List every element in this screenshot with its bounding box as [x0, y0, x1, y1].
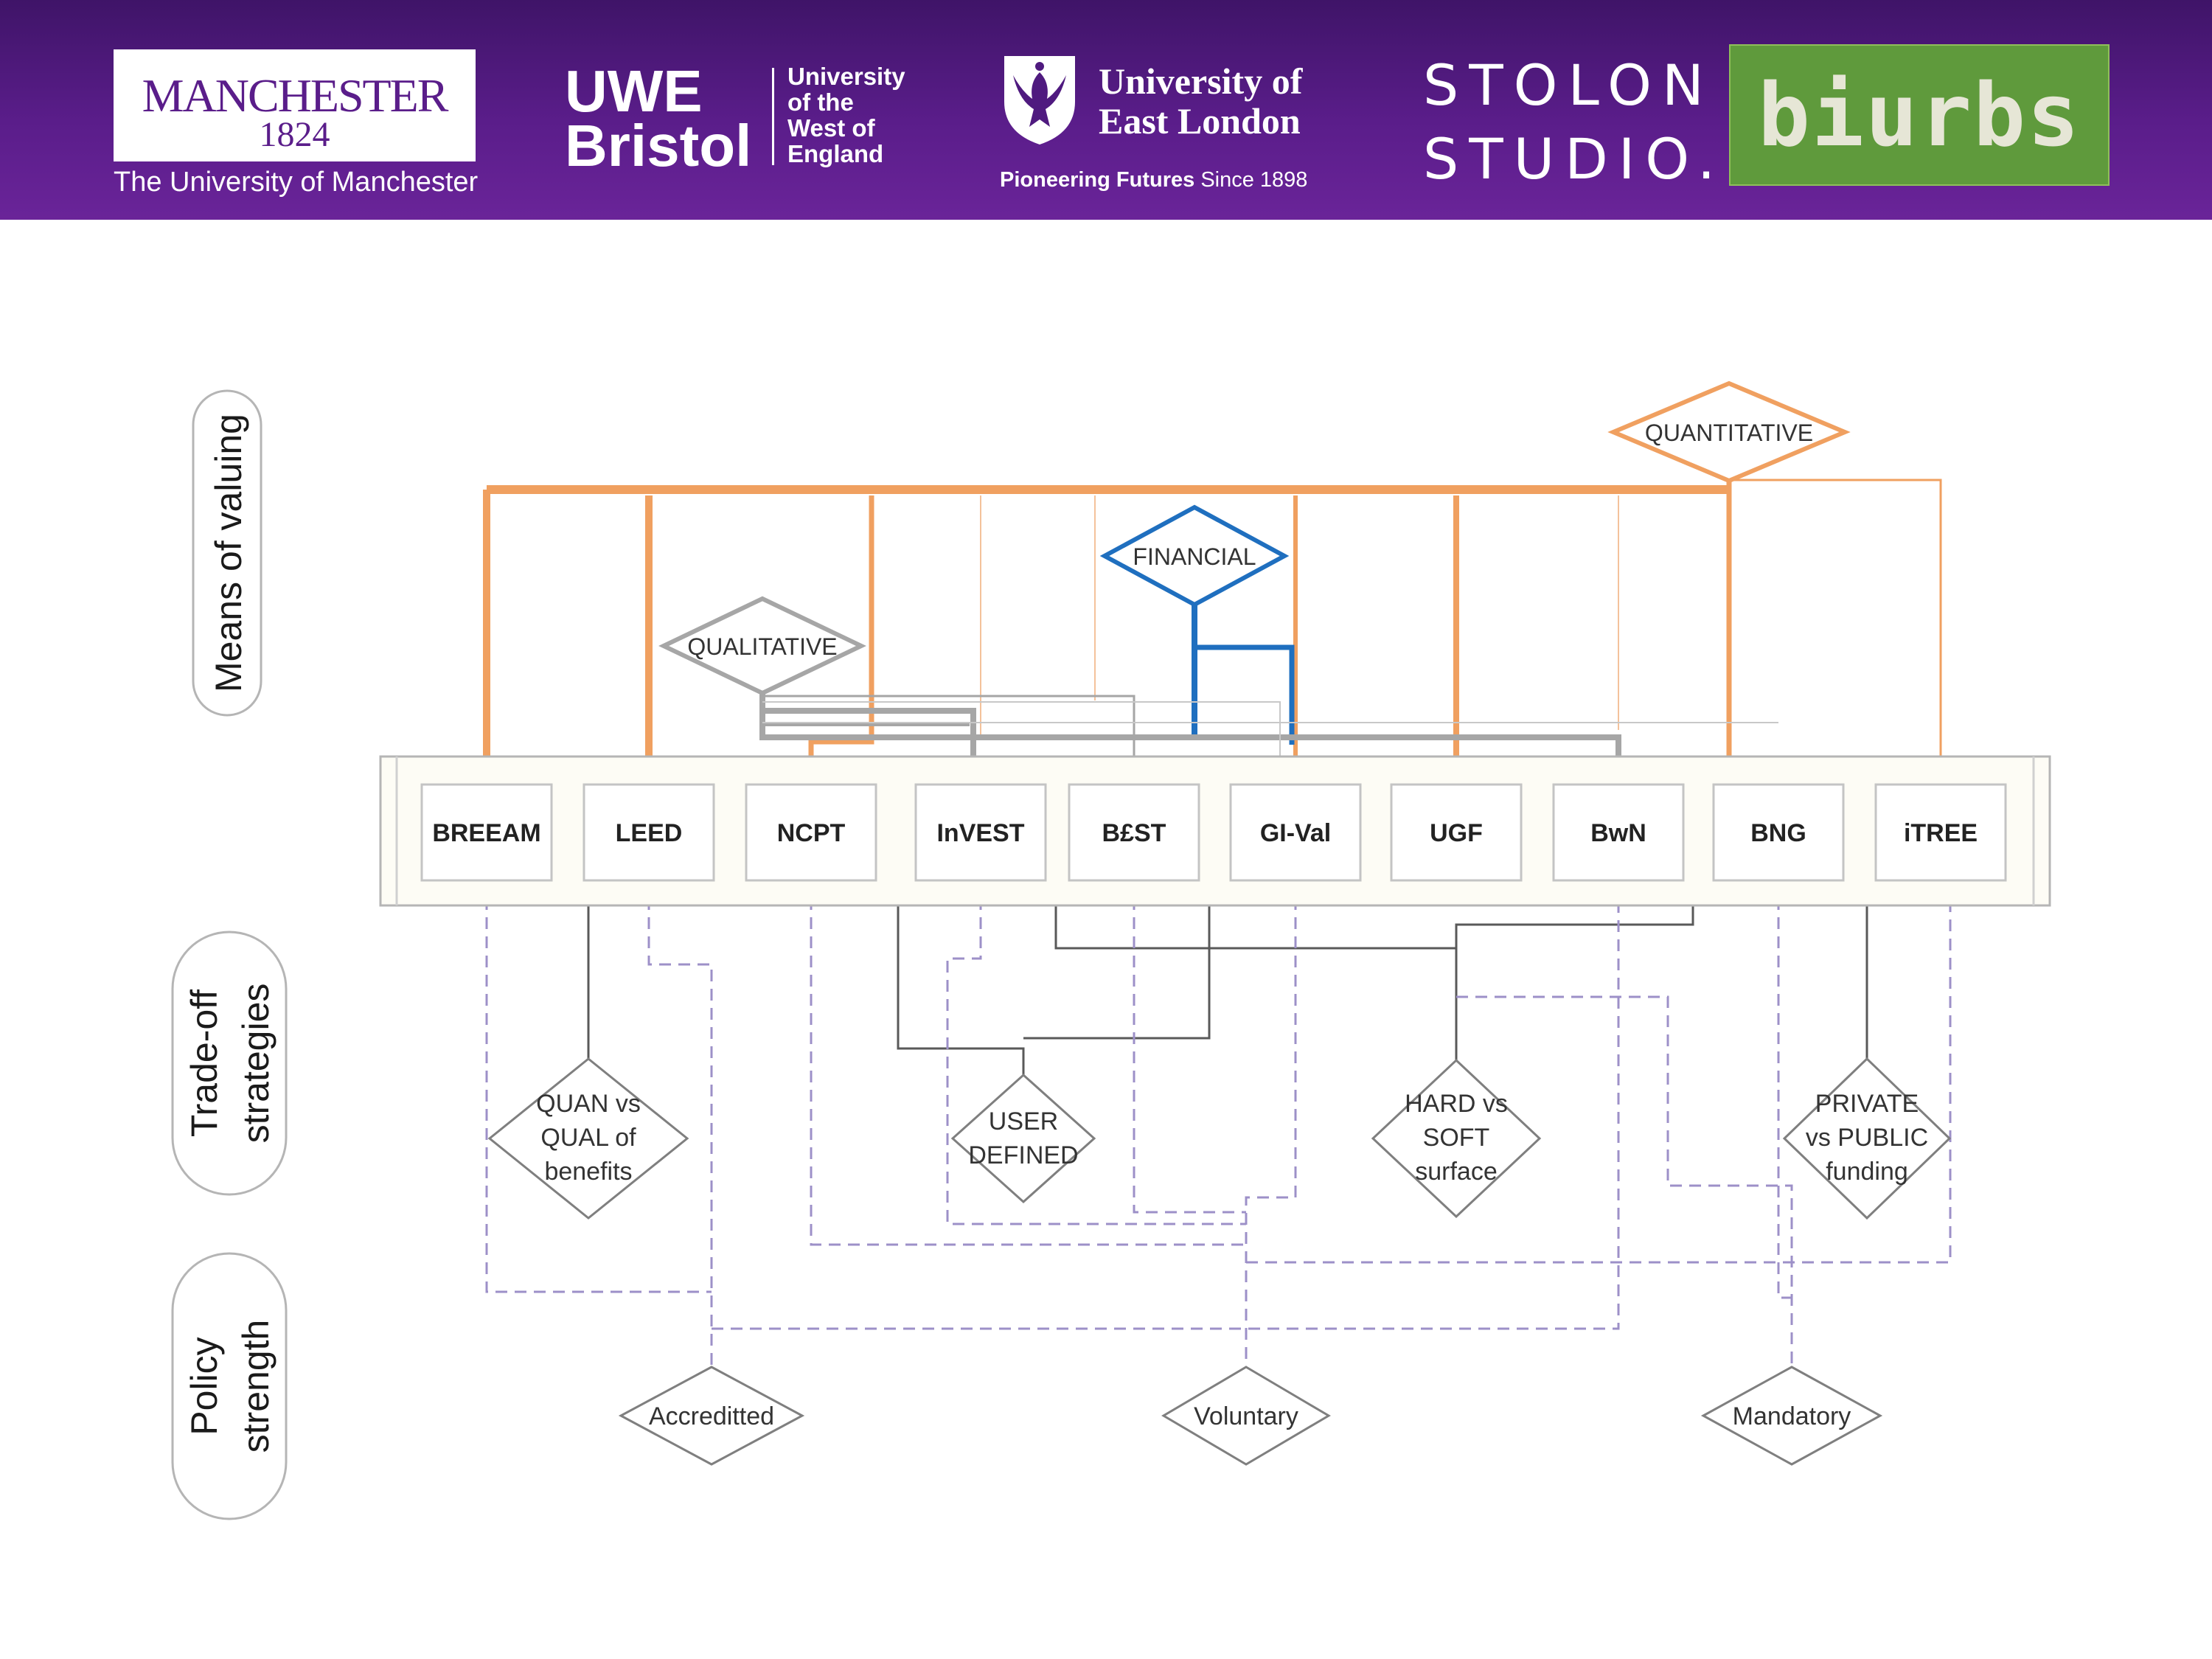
row-label-tradeoff-line2: strategies — [235, 984, 276, 1144]
policy-accredited-label: Accreditted — [649, 1402, 774, 1430]
manchester-logo-year: 1824 — [259, 115, 330, 154]
tradeoff-quan-line1: QUAN vs — [536, 1090, 641, 1118]
tool-box-breeam: BREEAM — [420, 783, 553, 882]
uel-logo-line2: East London — [1099, 100, 1301, 142]
row-label-policy-strength: Policy strength — [171, 1252, 288, 1520]
tradeoff-hard-line1: HARD vs — [1405, 1090, 1508, 1118]
financial-node-label: FINANCIAL — [1133, 543, 1256, 570]
tool-label-ugf: UGF — [1430, 819, 1483, 847]
tradeoff-hard-line2: SOFT — [1423, 1124, 1490, 1152]
tool-label-best: B£ST — [1102, 819, 1166, 847]
policy-node-accredited: Accreditted — [618, 1366, 805, 1466]
manchester-logo-name: MANCHESTER — [142, 69, 449, 122]
tool-box-leed: LEED — [582, 783, 715, 882]
policy-node-mandatory: Mandatory — [1700, 1366, 1883, 1466]
tool-box-ncpt: NCPT — [745, 783, 877, 882]
biurbs-logo-text: biurbs — [1757, 64, 2081, 166]
tool-label-invest: InVEST — [936, 819, 1024, 847]
policy-mandatory-label: Mandatory — [1733, 1402, 1851, 1430]
tool-box-frame — [745, 783, 877, 882]
uwe-logo-small-2: of the — [787, 88, 854, 116]
tool-box-ugf: UGF — [1390, 783, 1523, 882]
tradeoff-user-line2: DEFINED — [968, 1141, 1078, 1169]
quantitative-node: QUANTITATIVE — [1607, 380, 1851, 484]
tradeoff-private-line2: vs PUBLIC — [1806, 1124, 1928, 1152]
tool-label-leed: LEED — [616, 819, 683, 847]
policy-node-voluntary: Voluntary — [1161, 1366, 1331, 1466]
uel-logo-line1: University of — [1099, 60, 1303, 102]
tradeoff-user-line1: USER — [989, 1107, 1058, 1135]
financial-node: FINANCIAL — [1099, 504, 1290, 608]
tradeoff-private-line3: funding — [1826, 1158, 1908, 1186]
tradeoff-node-quan-vs-qual: QUAN vs QUAL of benefits — [487, 1057, 689, 1220]
biurbs-logo: biurbs — [1729, 44, 2110, 186]
tradeoff-node-private-vs-public: PRIVATE vs PUBLIC funding — [1782, 1057, 1952, 1220]
uel-logo-tagline: Pioneering Futures Since 1898 — [1000, 168, 1308, 192]
tradeoff-quan-line2: QUAL of — [540, 1124, 636, 1152]
row-label-tradeoff-line1: Trade-off — [184, 990, 225, 1137]
tool-box-gi-val: GI-Val — [1229, 783, 1362, 882]
tool-box-frame — [1229, 783, 1362, 882]
tool-box-itree: iTREE — [1874, 783, 2007, 882]
tool-label-itree: iTREE — [1904, 819, 1978, 847]
policy-connectors — [485, 879, 1952, 1367]
tradeoff-private-line1: PRIVATE — [1815, 1090, 1919, 1118]
uwe-logo-divider — [772, 68, 774, 165]
row-label-trade-off-strategies: Trade-off strategies — [171, 931, 288, 1196]
tradeoff-hard-line3: surface — [1415, 1158, 1498, 1186]
tool-box-frame — [1068, 783, 1200, 882]
row-label-means-of-valuing: Means of valuing — [192, 389, 262, 717]
tool-box-bng: BNG — [1712, 783, 1845, 882]
manchester-logo-subtitle: The University of Manchester — [114, 167, 479, 198]
stolon-logo-line2: STUDIO. — [1423, 126, 1726, 192]
partner-logo-banner: MANCHESTER 1824 The University of Manche… — [0, 0, 2212, 220]
tool-box-frame — [1874, 783, 2007, 882]
tool-label-ncpt: NCPT — [777, 819, 846, 847]
tool-label-bwn: BwN — [1590, 819, 1646, 847]
tool-box-frame — [1390, 783, 1523, 882]
tool-label-breeam: BREEAM — [432, 819, 540, 847]
uwe-logo-small-4: England — [787, 140, 884, 167]
policy-voluntary-label: Voluntary — [1194, 1402, 1298, 1430]
tradeoff-node-user-defined: USER DEFINED — [950, 1073, 1096, 1204]
tool-box-frame — [914, 783, 1047, 882]
valuation-tools-diagram: Means of valuing Trade-off strategies Po… — [171, 380, 2051, 1520]
row-label-means-text: Means of valuing — [208, 414, 249, 692]
qualitative-node: QUALITATIVE — [658, 596, 866, 696]
tool-box-frame — [582, 783, 715, 882]
tool-box-best: B£ST — [1068, 783, 1200, 882]
tradeoff-node-hard-vs-soft: HARD vs SOFT surface — [1371, 1058, 1542, 1219]
tool-box-bwn: BwN — [1552, 783, 1685, 882]
phoenix-crest-icon — [1004, 56, 1075, 145]
stolon-logo-line1: STOLON — [1423, 52, 1714, 118]
tradeoff-quan-line3: benefits — [544, 1158, 632, 1186]
tool-box-invest: InVEST — [914, 783, 1047, 882]
uwe-logo-small-3: West of — [787, 114, 875, 142]
tool-box-frame — [1712, 783, 1845, 882]
uwe-logo-small-1: University — [787, 63, 905, 90]
qualitative-node-label: QUALITATIVE — [687, 633, 837, 660]
tool-box-frame — [1552, 783, 1685, 882]
tool-box-frame — [420, 783, 553, 882]
tool-label-gi-val: GI-Val — [1260, 819, 1331, 847]
quantitative-node-label: QUANTITATIVE — [1645, 420, 1813, 446]
tool-boxes: BREEAM LEED NCPT InVEST B£ST GI-Val UGF BwN BNG i… — [420, 783, 2007, 882]
row-label-policy-line1: Policy — [184, 1337, 225, 1435]
uwe-logo-line1: UWE — [565, 58, 703, 124]
uwe-logo-line2: Bristol — [565, 113, 752, 178]
manchester-logo: MANCHESTER 1824 — [114, 49, 476, 161]
row-label-policy-line2: strength — [235, 1320, 276, 1453]
tool-label-bng: BNG — [1750, 819, 1806, 847]
